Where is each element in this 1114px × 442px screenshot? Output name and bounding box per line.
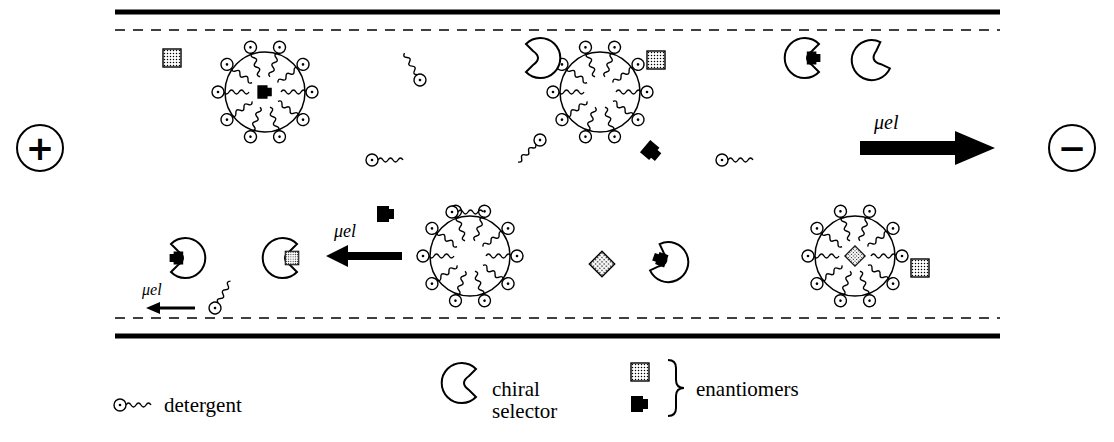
electrode-symbol: + bbox=[26, 131, 55, 165]
capillary-wall bbox=[115, 12, 1000, 336]
electrode-sign: + bbox=[16, 124, 64, 172]
free-enantiomers bbox=[163, 49, 929, 277]
mobility-label: μel bbox=[140, 282, 164, 298]
legend-text: detergent bbox=[164, 394, 242, 416]
micelles bbox=[212, 40, 908, 309]
mobility-arrows bbox=[146, 131, 995, 314]
mobility-label: μel bbox=[872, 112, 900, 132]
chiral-selectors bbox=[170, 36, 892, 287]
mobility-label: μel bbox=[332, 222, 358, 240]
legend-text: chiral selector bbox=[492, 378, 578, 422]
free-detergent bbox=[207, 50, 753, 316]
legend-samples bbox=[114, 360, 684, 416]
electrode-symbol: − bbox=[1058, 131, 1087, 165]
electrode-sign: − bbox=[1048, 124, 1096, 172]
legend-text: enantiomers bbox=[696, 378, 799, 400]
